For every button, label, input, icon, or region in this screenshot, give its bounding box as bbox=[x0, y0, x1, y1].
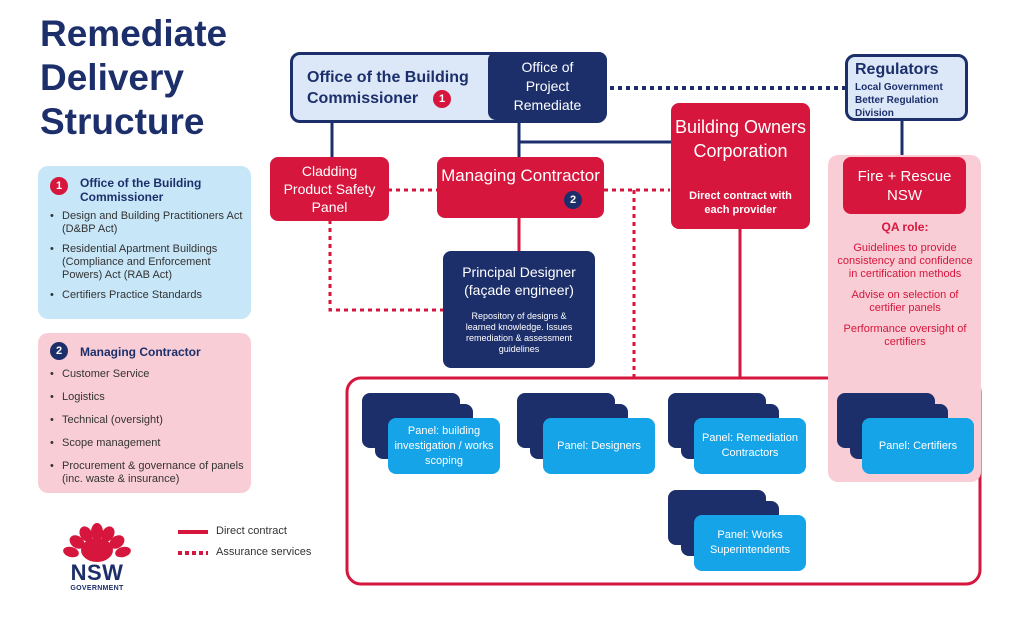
node-mc: Managing Contractor 2 bbox=[437, 157, 604, 218]
list-item: Logistics bbox=[48, 391, 244, 404]
panel-building-investigation: Panel: building investigation / works sc… bbox=[388, 418, 500, 474]
nsw-logo-text: NSW bbox=[70, 560, 124, 585]
node-regulators: Regulators Local Government Better Regul… bbox=[845, 54, 968, 121]
panel-certifiers: Panel: Certifiers bbox=[862, 418, 974, 474]
node-boc-label: Building Owners Corporation bbox=[674, 117, 807, 161]
key-mc: 2 Managing Contractor Customer Service L… bbox=[38, 333, 251, 493]
panel-designers: Panel: Designers bbox=[543, 418, 655, 474]
key-obc-heading: Office of the Building Commissioner bbox=[80, 176, 202, 204]
page-title: Remediate Delivery Structure bbox=[40, 13, 228, 142]
node-cpsp: Cladding Product Safety Panel bbox=[270, 157, 389, 221]
key-obc: 1 Office of the Building Commissioner De… bbox=[38, 166, 251, 319]
badge-2: 2 bbox=[50, 342, 68, 360]
node-boc-sub: Direct contract with each provider bbox=[689, 190, 792, 216]
list-item: Design and Building Practitioners Act (D… bbox=[48, 210, 244, 236]
badge-1: 1 bbox=[50, 177, 68, 195]
qa-item: Advise on selection of certifier panels bbox=[851, 289, 959, 314]
nsw-logo-subtext: GOVERNMENT bbox=[70, 585, 124, 592]
badge-1: 1 bbox=[433, 90, 451, 108]
node-boc: Building Owners Corporation Direct contr… bbox=[671, 103, 810, 229]
regulators-line: Better Regulation Division bbox=[855, 95, 939, 119]
node-pd-label: Principal Designer (façade engineer) bbox=[462, 264, 576, 298]
list-item: Procurement & governance of panels (inc.… bbox=[48, 460, 244, 486]
node-obc-label: Office of the Building Commissioner bbox=[307, 69, 469, 107]
waratah-logo-icon bbox=[63, 523, 131, 562]
list-item: Scope management bbox=[48, 437, 244, 450]
legend-assurance-services: Assurance services bbox=[216, 546, 312, 558]
node-fire: Fire + Rescue NSW bbox=[843, 157, 966, 214]
key-obc-list: Design and Building Practitioners Act (D… bbox=[48, 210, 244, 302]
list-item: Residential Apartment Buildings (Complia… bbox=[48, 243, 244, 282]
node-pd: Principal Designer (façade engineer) Rep… bbox=[443, 251, 595, 368]
badge-2: 2 bbox=[564, 191, 582, 209]
fire-qa-block: QA role: Guidelines to provide consisten… bbox=[836, 221, 974, 349]
panel-works-superintendents: Panel: Works Superintendents bbox=[694, 515, 806, 571]
panel-remediation-contractors: Panel: Remediation Contractors bbox=[694, 418, 806, 474]
list-item: Customer Service bbox=[48, 368, 244, 381]
node-opr: Office of Project Remediate bbox=[488, 52, 607, 120]
qa-item: Guidelines to provide consistency and co… bbox=[837, 242, 973, 280]
node-pd-sub: Repository of designs & learned knowledg… bbox=[465, 311, 573, 354]
list-item: Technical (oversight) bbox=[48, 414, 244, 427]
legend-direct-contract: Direct contract bbox=[216, 525, 287, 537]
qa-title: QA role: bbox=[881, 220, 929, 234]
list-item: Certifiers Practice Standards bbox=[48, 289, 244, 302]
regulators-line: Local Government bbox=[855, 82, 943, 93]
key-mc-heading: Managing Contractor bbox=[80, 345, 201, 359]
regulators-title: Regulators bbox=[855, 61, 939, 78]
node-mc-label: Managing Contractor bbox=[441, 166, 600, 185]
key-mc-list: Customer Service Logistics Technical (ov… bbox=[48, 368, 244, 486]
qa-item: Performance oversight of certifiers bbox=[843, 323, 967, 348]
